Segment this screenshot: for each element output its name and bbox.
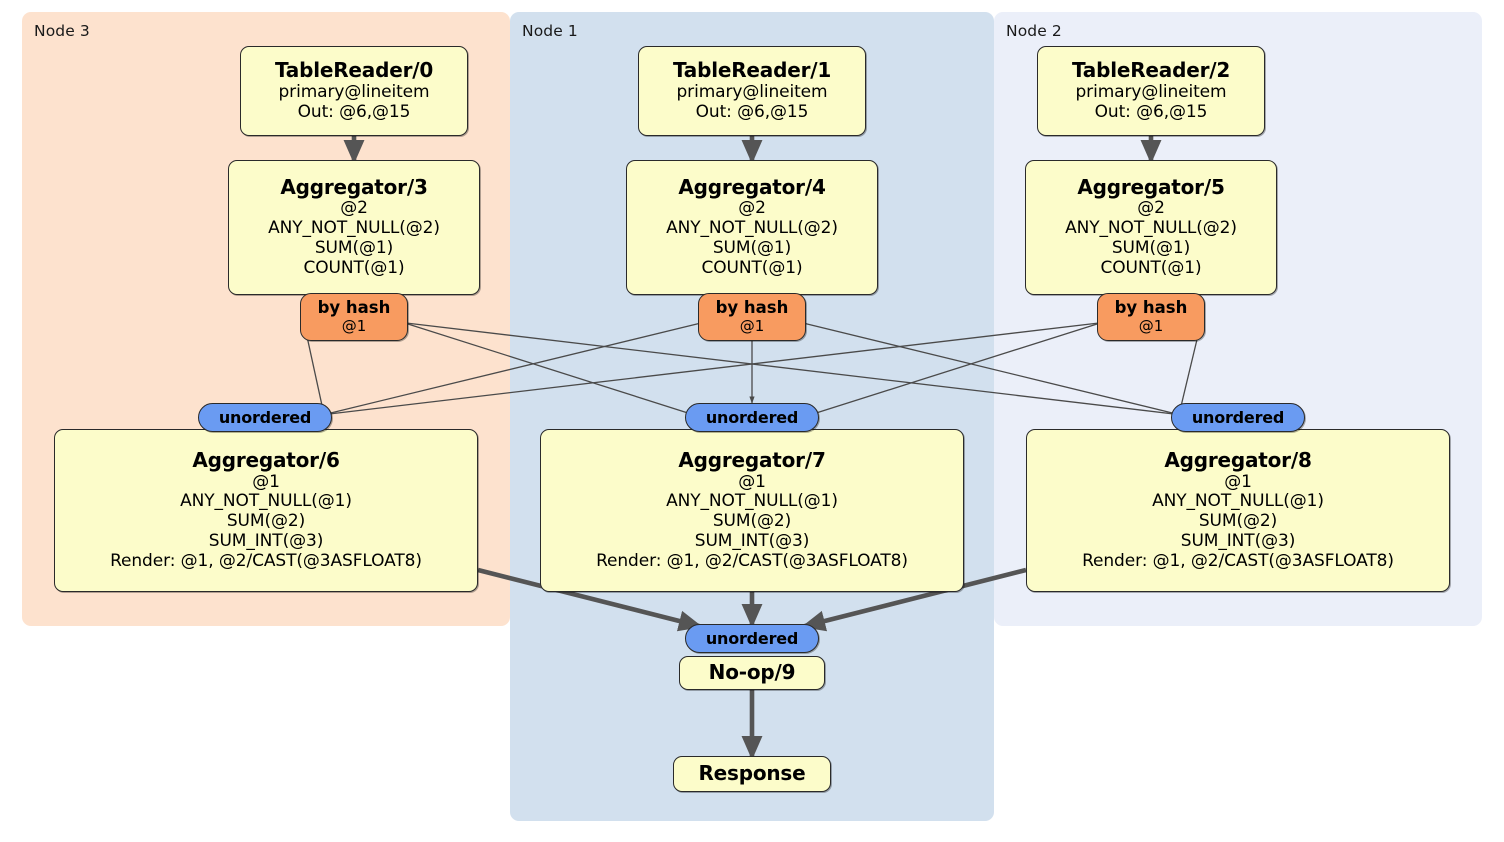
processor-detail-line: SUM(@2) bbox=[712, 511, 792, 532]
processor-detail-line: Render: @1, @2/CAST(@3ASFLOAT8) bbox=[1082, 551, 1394, 571]
processor-detail-line: Out: @6,@15 bbox=[297, 101, 411, 122]
processor-title: Aggregator/6 bbox=[192, 448, 340, 473]
processor-detail-line: SUM_INT(@3) bbox=[208, 531, 324, 552]
processor-title: Response bbox=[698, 761, 806, 786]
router-sublabel: @1 bbox=[341, 316, 367, 335]
processor-detail-line: ANY_NOT_NULL(@1) bbox=[1152, 491, 1324, 512]
processor-detail-line: SUM(@1) bbox=[712, 238, 792, 259]
processor-title: Aggregator/7 bbox=[678, 448, 826, 473]
node-panel-label-node3: Node 3 bbox=[34, 22, 90, 40]
processor-detail-line: @2 bbox=[340, 198, 368, 219]
router-unordered8[interactable]: unordered bbox=[1171, 403, 1305, 432]
processor-detail-line: Render: @1, @2/CAST(@3ASFLOAT8) bbox=[110, 551, 422, 571]
processor-detail-line: SUM(@1) bbox=[314, 238, 394, 259]
router-unordered9[interactable]: unordered bbox=[685, 624, 819, 653]
processor-detail-line: COUNT(@1) bbox=[701, 258, 803, 279]
router-unordered7[interactable]: unordered bbox=[685, 403, 819, 432]
router-label: unordered bbox=[1191, 407, 1285, 427]
processor-detail-line: ANY_NOT_NULL(@1) bbox=[180, 491, 352, 512]
router-label: unordered bbox=[705, 628, 799, 648]
processor-detail-line: @2 bbox=[738, 198, 766, 219]
processor-title: TableReader/1 bbox=[672, 58, 832, 83]
router-label: unordered bbox=[218, 407, 312, 427]
node-panel-label-node1: Node 1 bbox=[522, 22, 578, 40]
processor-title: Aggregator/3 bbox=[280, 175, 428, 200]
router-byhash3[interactable]: by hash@1 bbox=[300, 293, 408, 341]
processor-noop9[interactable]: No-op/9 bbox=[679, 656, 825, 690]
processor-detail-line: @1 bbox=[738, 471, 766, 492]
router-label: by hash bbox=[317, 298, 391, 318]
processor-title: Aggregator/8 bbox=[1164, 448, 1312, 473]
processor-detail-line: @1 bbox=[252, 471, 280, 492]
processor-detail-line: @1 bbox=[1224, 471, 1252, 492]
processor-detail-line: Render: @1, @2/CAST(@3ASFLOAT8) bbox=[596, 551, 908, 571]
processor-response[interactable]: Response bbox=[673, 756, 831, 792]
processor-detail-line: ANY_NOT_NULL(@2) bbox=[666, 218, 838, 239]
router-label: by hash bbox=[1114, 298, 1188, 318]
node-panel-label-node2: Node 2 bbox=[1006, 22, 1062, 40]
router-label: by hash bbox=[715, 298, 789, 318]
processor-detail-line: COUNT(@1) bbox=[303, 258, 405, 279]
router-unordered6[interactable]: unordered bbox=[198, 403, 332, 432]
processor-title: TableReader/0 bbox=[274, 58, 434, 83]
router-byhash4[interactable]: by hash@1 bbox=[698, 293, 806, 341]
processor-detail-line: Out: @6,@15 bbox=[1094, 101, 1208, 122]
router-label: unordered bbox=[705, 407, 799, 427]
processor-detail-line: SUM_INT(@3) bbox=[694, 531, 810, 552]
processor-detail-line: SUM_INT(@3) bbox=[1180, 531, 1296, 552]
processor-title: Aggregator/4 bbox=[678, 175, 826, 200]
processor-detail-line: SUM(@1) bbox=[1111, 238, 1191, 259]
processor-detail-line: @2 bbox=[1137, 198, 1165, 219]
processor-detail-line: Out: @6,@15 bbox=[695, 101, 809, 122]
processor-title: TableReader/2 bbox=[1071, 58, 1231, 83]
processor-detail-line: ANY_NOT_NULL(@2) bbox=[268, 218, 440, 239]
processor-detail-line: COUNT(@1) bbox=[1100, 258, 1202, 279]
processor-detail-line: ANY_NOT_NULL(@1) bbox=[666, 491, 838, 512]
router-sublabel: @1 bbox=[739, 316, 765, 335]
router-byhash5[interactable]: by hash@1 bbox=[1097, 293, 1205, 341]
processor-detail-line: SUM(@2) bbox=[1198, 511, 1278, 532]
processor-title: No-op/9 bbox=[708, 660, 796, 685]
router-sublabel: @1 bbox=[1138, 316, 1164, 335]
processor-title: Aggregator/5 bbox=[1077, 175, 1225, 200]
processor-detail-line: SUM(@2) bbox=[226, 511, 306, 532]
processor-detail-line: primary@lineitem bbox=[676, 81, 828, 102]
processor-detail-line: primary@lineitem bbox=[1075, 81, 1227, 102]
processor-detail-line: ANY_NOT_NULL(@2) bbox=[1065, 218, 1237, 239]
processor-detail-line: primary@lineitem bbox=[278, 81, 430, 102]
